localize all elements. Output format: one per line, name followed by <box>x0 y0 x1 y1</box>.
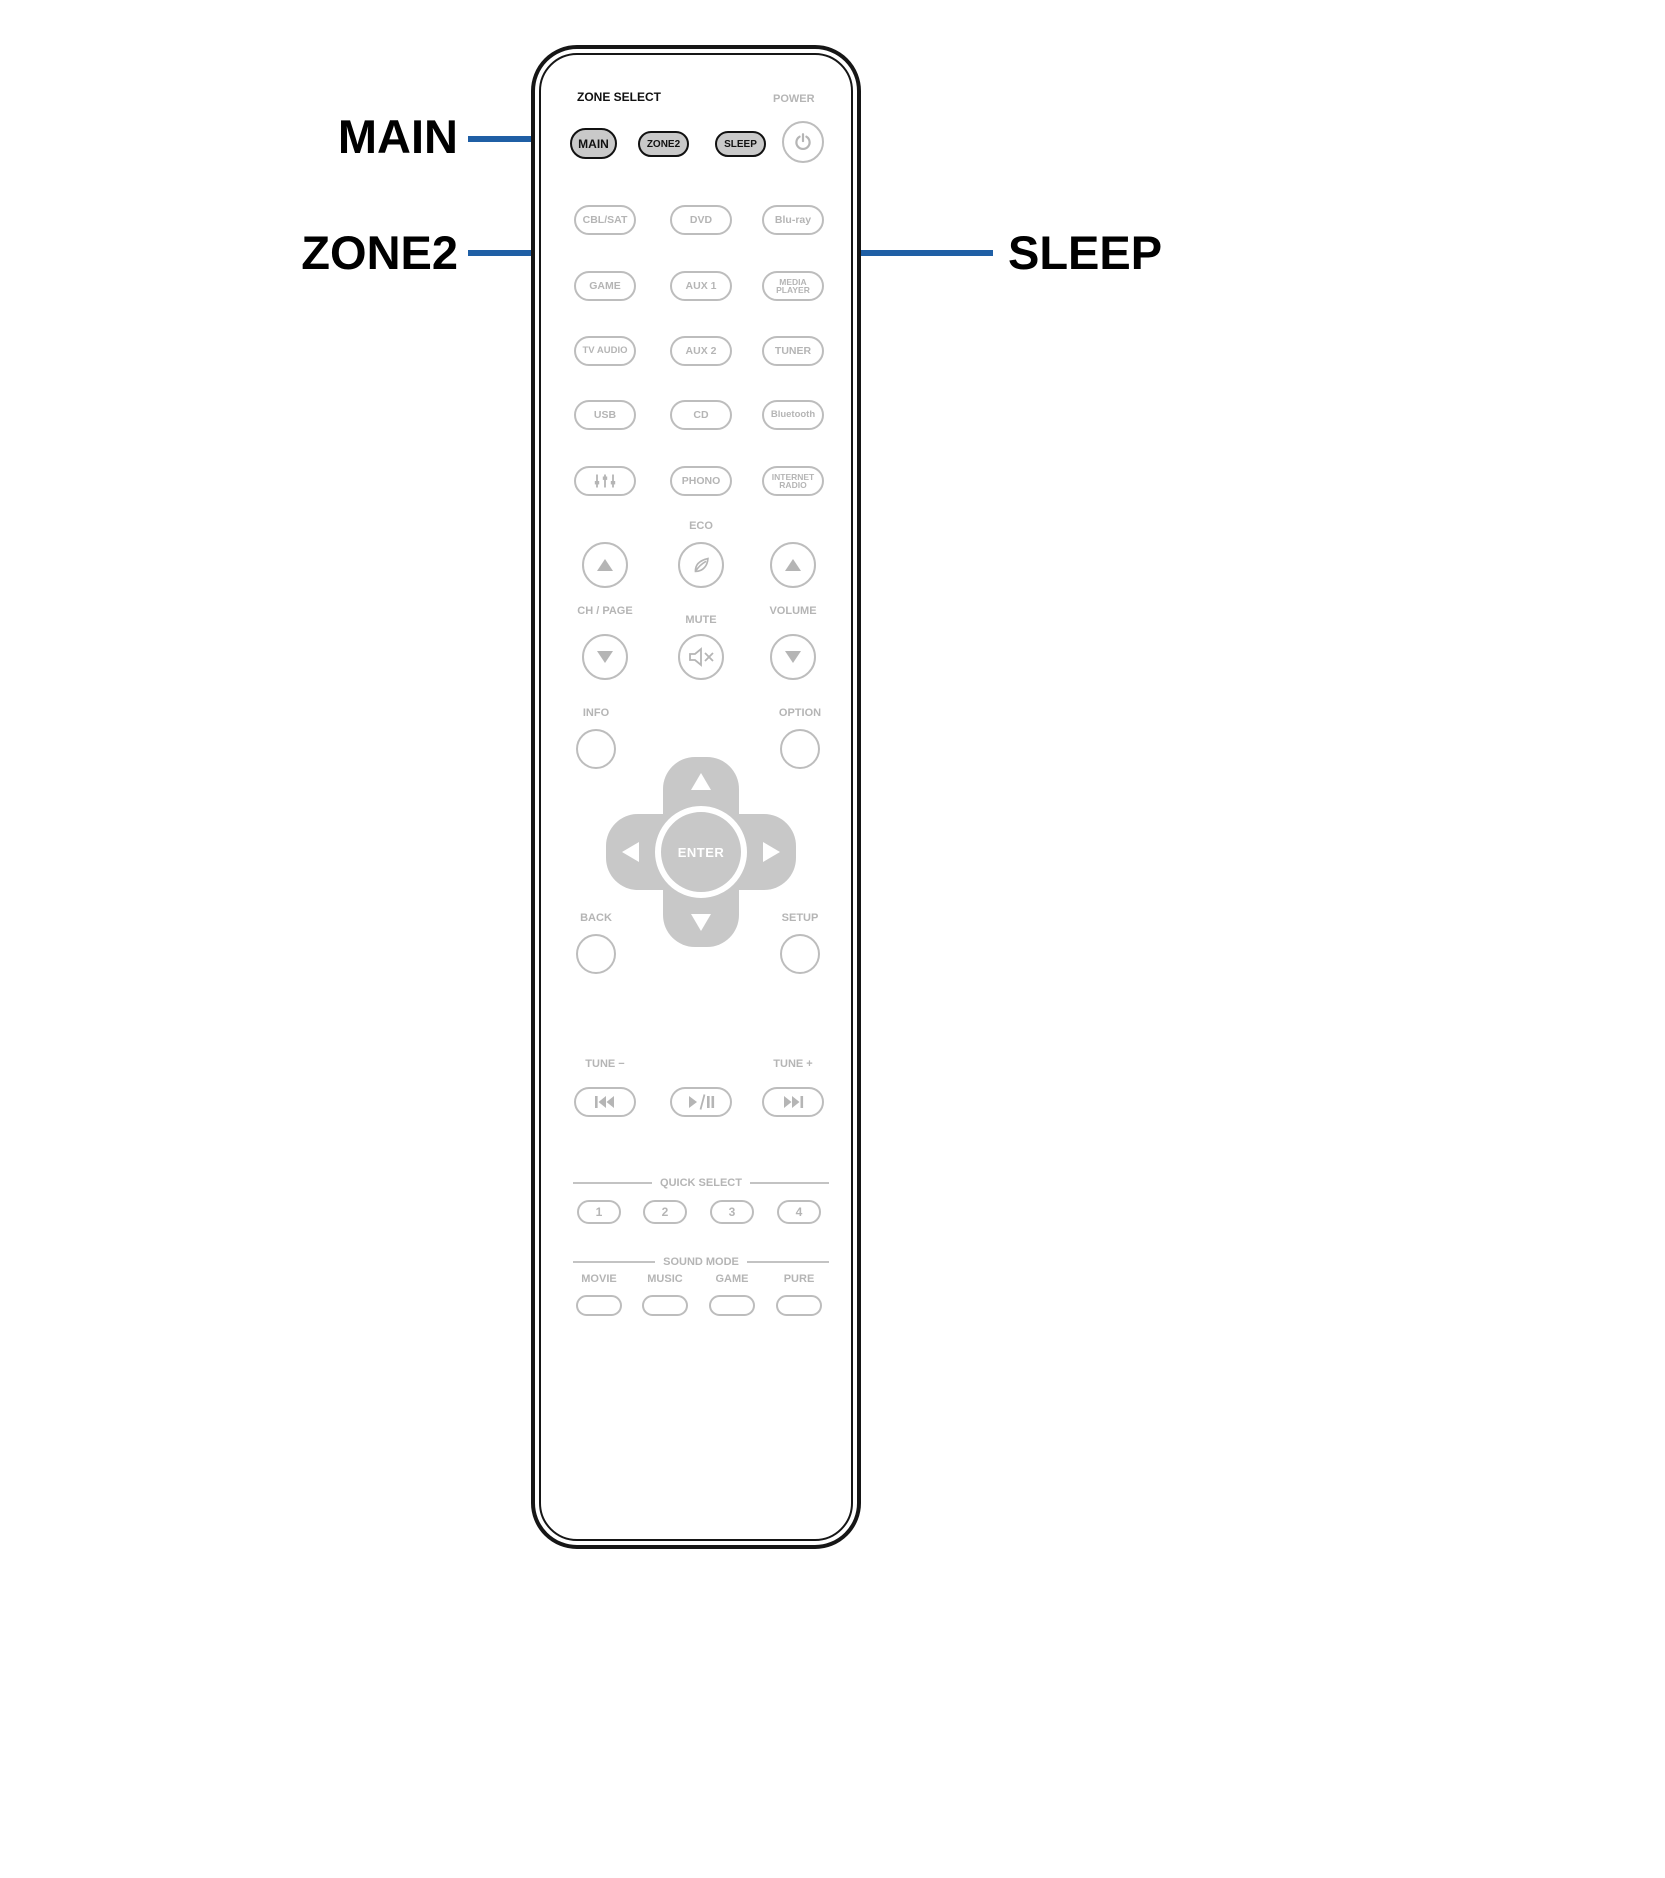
ch-page-label: CH / PAGE <box>577 605 633 617</box>
header-rule-left <box>573 1261 656 1263</box>
skip-forward-button[interactable] <box>762 1087 824 1117</box>
bluray-button[interactable]: Blu-ray <box>762 205 824 235</box>
cursor-pad[interactable]: ENTER <box>606 757 796 947</box>
volume-up-button[interactable] <box>770 542 816 588</box>
remote-control: ZONE SELECT POWER MAIN ZONE2 SLEEP CBL/S… <box>531 45 861 1549</box>
pure-label: PURE <box>783 1273 815 1285</box>
play-pause-button[interactable] <box>670 1087 732 1117</box>
dpad-down-arrow-icon <box>691 914 711 931</box>
power-label: POWER <box>773 93 815 105</box>
mute-button[interactable] <box>678 634 724 680</box>
eco-label: ECO <box>689 520 713 532</box>
channel-up-button[interactable] <box>582 542 628 588</box>
tuner-button[interactable]: TUNER <box>762 336 824 366</box>
power-icon <box>792 131 814 153</box>
bluetooth-button[interactable]: Bluetooth <box>762 400 824 430</box>
power-button[interactable] <box>782 121 824 163</box>
back-button[interactable] <box>576 934 616 974</box>
header-rule-right <box>749 1182 829 1184</box>
skip-forward-icon <box>780 1093 806 1111</box>
skip-back-button[interactable] <box>574 1087 636 1117</box>
quick-select-3-button[interactable]: 3 <box>710 1200 754 1224</box>
tune-plus-label: TUNE + <box>773 1058 813 1070</box>
internet-radio-button[interactable]: INTERNET RADIO <box>762 466 824 496</box>
movie-sound-button[interactable] <box>576 1295 622 1316</box>
triangle-up-icon <box>784 557 802 573</box>
quick-select-1-button[interactable]: 1 <box>577 1200 621 1224</box>
eco-leaf-icon <box>689 553 713 577</box>
option-button[interactable] <box>780 729 820 769</box>
main-zone-button[interactable]: MAIN <box>570 128 617 159</box>
quick-select-2-button[interactable]: 2 <box>643 1200 687 1224</box>
callout-main-label: MAIN <box>337 110 458 163</box>
info-button[interactable] <box>576 729 616 769</box>
pure-sound-button[interactable] <box>776 1295 822 1316</box>
header-rule-left <box>573 1182 653 1184</box>
callout-sleep-line-h <box>731 250 993 256</box>
info-label: INFO <box>582 707 610 719</box>
zone2-button[interactable]: ZONE2 <box>638 131 689 157</box>
enter-button[interactable]: ENTER <box>677 844 725 860</box>
sound-mode-header: SOUND MODE <box>573 1255 829 1269</box>
aux1-button[interactable]: AUX 1 <box>670 271 732 301</box>
dvd-button[interactable]: DVD <box>670 205 732 235</box>
cbl-sat-button[interactable]: CBL/SAT <box>574 205 636 235</box>
play-pause-icon <box>686 1093 716 1111</box>
aux2-button[interactable]: AUX 2 <box>670 336 732 366</box>
triangle-down-icon <box>784 649 802 665</box>
sleep-button[interactable]: SLEEP <box>715 131 766 157</box>
tune-minus-label: TUNE − <box>585 1058 625 1070</box>
header-rule-right <box>746 1261 829 1263</box>
skip-back-icon <box>592 1093 618 1111</box>
triangle-down-icon <box>596 649 614 665</box>
media-player-button[interactable]: MEDIA PLAYER <box>762 271 824 301</box>
music-label: MUSIC <box>647 1273 683 1285</box>
remote-inner-outline <box>539 53 853 1541</box>
dpad-up-arrow-icon <box>691 773 711 790</box>
tv-audio-button[interactable]: TV AUDIO <box>574 336 636 366</box>
quick-select-4-button[interactable]: 4 <box>777 1200 821 1224</box>
music-sound-button[interactable] <box>642 1295 688 1316</box>
quick-select-label: QUICK SELECT <box>660 1177 742 1189</box>
back-label: BACK <box>580 912 612 924</box>
dpad-left-arrow-icon <box>622 842 639 862</box>
option-label: OPTION <box>778 707 822 719</box>
callout-main-line <box>468 136 568 142</box>
setup-button[interactable] <box>780 934 820 974</box>
volume-down-button[interactable] <box>770 634 816 680</box>
cd-button[interactable]: CD <box>670 400 732 430</box>
game-sound-button[interactable] <box>709 1295 755 1316</box>
game-button[interactable]: GAME <box>574 271 636 301</box>
callout-sleep-label: SLEEP <box>1008 226 1163 279</box>
mute-label: MUTE <box>685 614 717 626</box>
setup-label: SETUP <box>781 912 819 924</box>
quick-select-header: QUICK SELECT <box>573 1176 829 1190</box>
zone-select-label: ZONE SELECT <box>577 90 662 104</box>
callout-zone2-label: ZONE2 <box>301 226 458 279</box>
eco-button[interactable] <box>678 542 724 588</box>
equalizer-source-button[interactable] <box>574 466 636 496</box>
mute-icon <box>687 647 715 667</box>
dpad-right-arrow-icon <box>763 842 780 862</box>
triangle-up-icon <box>596 557 614 573</box>
equalizer-icon <box>592 473 618 489</box>
phono-button[interactable]: PHONO <box>670 466 732 496</box>
volume-label: VOLUME <box>769 605 817 617</box>
usb-button[interactable]: USB <box>574 400 636 430</box>
channel-down-button[interactable] <box>582 634 628 680</box>
movie-label: MOVIE <box>581 1273 617 1285</box>
sound-mode-label: SOUND MODE <box>663 1256 739 1268</box>
game-label: GAME <box>715 1273 749 1285</box>
